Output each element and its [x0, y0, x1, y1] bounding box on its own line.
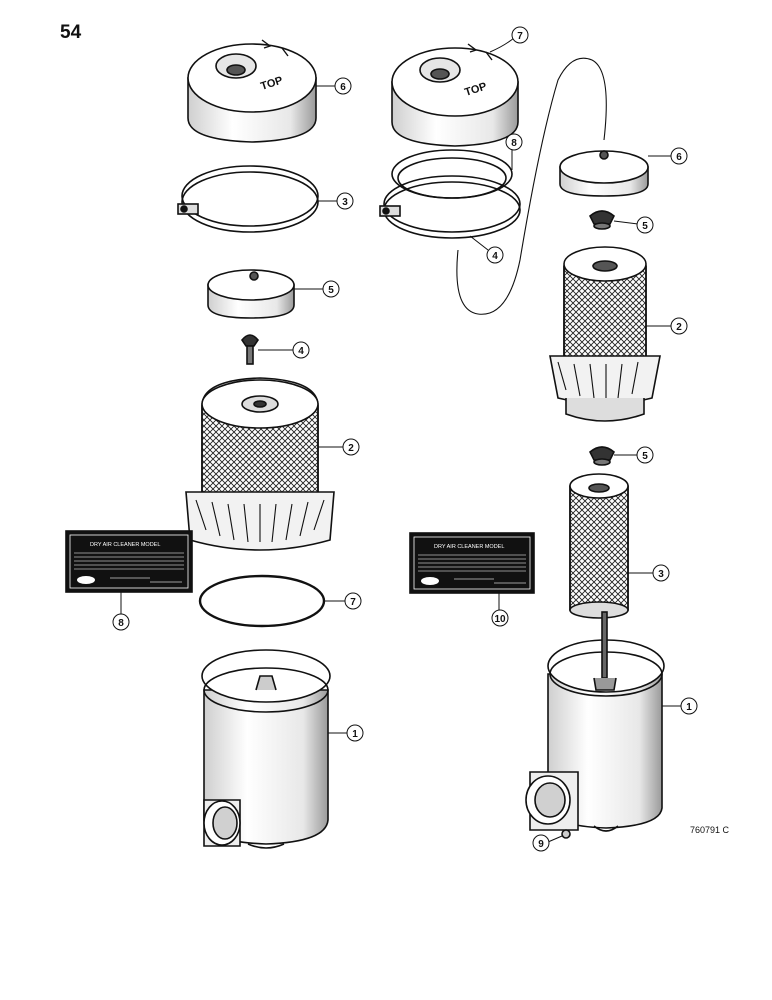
right-inner-cap	[559, 150, 649, 197]
right-primary-filter	[549, 246, 661, 422]
right-gasket	[391, 149, 513, 199]
right-clamp-band	[379, 175, 521, 239]
svg-text:6: 6	[340, 82, 346, 93]
svg-text:4: 4	[492, 251, 498, 262]
svg-text:5: 5	[642, 221, 648, 232]
callout-right-5a: 5	[613, 216, 654, 234]
left-cover: TOP	[187, 39, 317, 143]
svg-text:6: 6	[676, 152, 682, 163]
svg-text:1: 1	[352, 729, 358, 740]
svg-text:8: 8	[511, 138, 517, 149]
callout-left-1: 1	[328, 724, 364, 742]
svg-text:2: 2	[676, 322, 682, 333]
svg-text:2: 2	[348, 443, 354, 454]
callout-left-5: 5	[294, 280, 340, 298]
callout-right-7: 7	[489, 26, 529, 53]
right-drain-plug	[561, 829, 571, 839]
callout-right-6: 6	[648, 147, 688, 165]
left-wing-bolt	[241, 334, 259, 365]
svg-text:7: 7	[350, 597, 356, 608]
left-housing	[201, 649, 331, 849]
right-cover: TOP	[391, 43, 519, 147]
left-seal-ring	[198, 574, 326, 628]
callout-left-6: 6	[316, 77, 352, 95]
svg-text:5: 5	[328, 285, 334, 296]
right-wing-nut-lower	[589, 446, 615, 466]
page-number: 54	[60, 22, 82, 43]
left-clamp-band	[177, 165, 319, 233]
left-decal: DRY AIR CLEANER MODEL	[65, 530, 193, 593]
callout-left-2: 2	[318, 438, 360, 456]
right-decal: DRY AIR CLEANER MODEL	[409, 532, 535, 594]
svg-text:9: 9	[538, 839, 544, 850]
svg-text:3: 3	[658, 569, 664, 580]
callout-right-1: 1	[662, 697, 698, 715]
callout-right-10: 10	[491, 593, 509, 627]
callout-right-4: 4	[469, 235, 504, 264]
right-decal-heading: DRY AIR CLEANER MODEL	[434, 544, 504, 550]
callout-right-9: 9	[532, 834, 563, 852]
svg-text:5: 5	[642, 451, 648, 462]
svg-text:8: 8	[118, 618, 124, 629]
svg-text:3: 3	[342, 197, 348, 208]
right-housing	[525, 611, 665, 832]
callout-right-2: 2	[646, 317, 688, 335]
left-primary-filter	[185, 377, 335, 551]
callout-right-3: 3	[628, 564, 670, 582]
left-decal-heading: DRY AIR CLEANER MODEL	[90, 542, 160, 548]
figure-code: 760791 C	[690, 825, 730, 835]
assembly-guide-line	[456, 57, 607, 315]
svg-text:1: 1	[686, 702, 692, 713]
callout-left-7: 7	[324, 592, 362, 610]
right-safety-filter	[569, 473, 629, 619]
svg-text:4: 4	[298, 346, 304, 357]
callout-left-8: 8	[112, 592, 130, 631]
callout-left-3: 3	[318, 192, 354, 210]
right-wing-nut-upper	[589, 210, 615, 230]
callout-right-8: 8	[505, 133, 523, 170]
svg-text:7: 7	[517, 31, 523, 42]
callout-left-4: 4	[258, 341, 310, 359]
callout-right-5b: 5	[614, 446, 654, 464]
left-inner-cap	[207, 269, 295, 319]
svg-text:10: 10	[494, 614, 506, 625]
